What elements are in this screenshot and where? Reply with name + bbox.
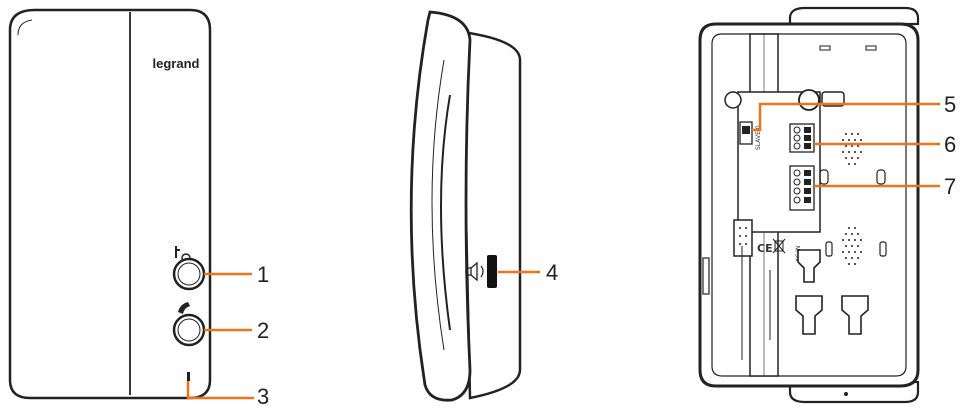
top-clip xyxy=(788,6,920,26)
slave-label: SLAVE 0 xyxy=(755,125,762,150)
front-view: legrand 1 2 3 xyxy=(8,8,269,409)
circuit-board xyxy=(737,91,821,233)
speaker-grille-lower xyxy=(841,226,863,266)
microphone-hole xyxy=(187,372,190,381)
rear-view: SLAVE 0 xyxy=(698,6,956,404)
callout-3: 3 xyxy=(257,384,269,406)
side-view: 4 xyxy=(409,10,558,402)
callout-4: 4 xyxy=(546,260,558,285)
mounting-slots xyxy=(795,249,869,335)
callout-6: 6 xyxy=(944,132,956,157)
callout-7: 7 xyxy=(944,174,956,199)
handset-icon xyxy=(178,302,190,314)
side-connector xyxy=(733,219,753,257)
speaker-grille-upper xyxy=(841,132,863,166)
brand-logo: legrand xyxy=(153,56,200,71)
callout-line-5 xyxy=(752,102,940,132)
speaker-icon xyxy=(465,261,484,282)
volume-wheel[interactable] xyxy=(487,255,497,288)
callout-line-3 xyxy=(186,381,254,400)
callout-2: 2 xyxy=(257,318,269,343)
ce-mark: CE xyxy=(757,242,773,255)
terminal-block-upper xyxy=(789,123,815,153)
side-base xyxy=(460,30,522,400)
recycle-bin-icon xyxy=(772,238,786,254)
front-housing xyxy=(8,8,212,400)
callout-1: 1 xyxy=(257,262,269,287)
mounting-hole-top xyxy=(798,89,820,111)
terminal-block-lower xyxy=(789,165,815,211)
callout-5: 5 xyxy=(944,92,956,117)
